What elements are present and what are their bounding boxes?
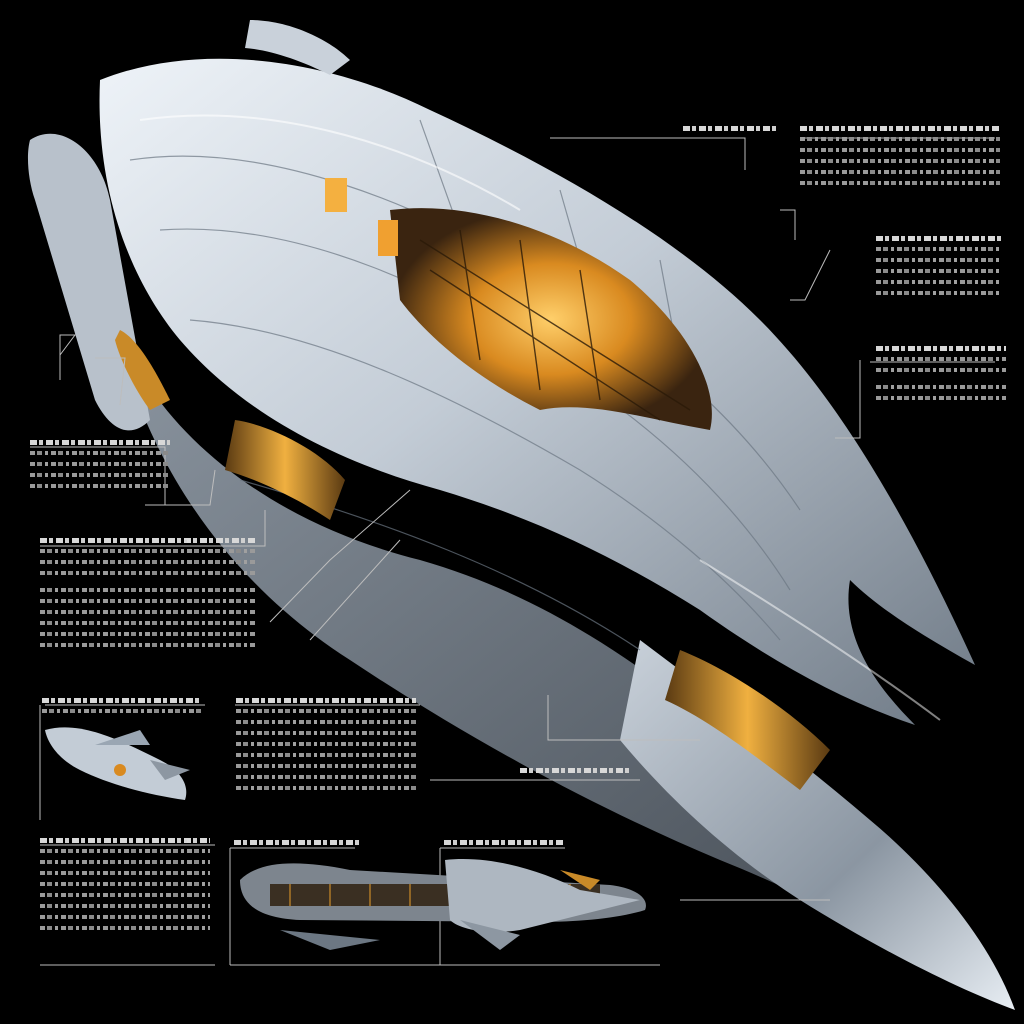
annotation-block-left-2 <box>40 538 255 668</box>
inset-underside-ship <box>445 859 640 950</box>
annotation-block-bottom-left <box>40 838 210 958</box>
annotation-block-left-1 <box>30 440 170 500</box>
window-1 <box>325 178 347 212</box>
nacelle-left <box>27 133 151 431</box>
interior-cutaway <box>390 208 712 430</box>
annotation-block-inset-1 <box>42 698 202 720</box>
annotation-block-right-2 <box>876 346 1006 426</box>
hull-nose <box>620 640 1015 1010</box>
ship-main <box>27 20 1015 1010</box>
inset-side-profile-ship <box>45 727 190 800</box>
engine-mid <box>225 420 345 520</box>
annotation-block-top-right-b <box>800 126 1000 216</box>
leader-lines <box>30 137 995 966</box>
annotation-block-center-2 <box>520 768 630 778</box>
annotation-block-inset-3-title <box>444 840 564 850</box>
annotation-block-top-right-a <box>683 126 778 136</box>
engine-side <box>115 330 170 410</box>
nacelle-top <box>245 20 350 75</box>
annotation-block-inset-2-title <box>234 840 359 850</box>
window-2 <box>378 220 398 256</box>
annotation-block-right-1 <box>876 236 1001 316</box>
engine-rear <box>665 650 830 790</box>
annotation-block-center-1 <box>236 698 416 810</box>
